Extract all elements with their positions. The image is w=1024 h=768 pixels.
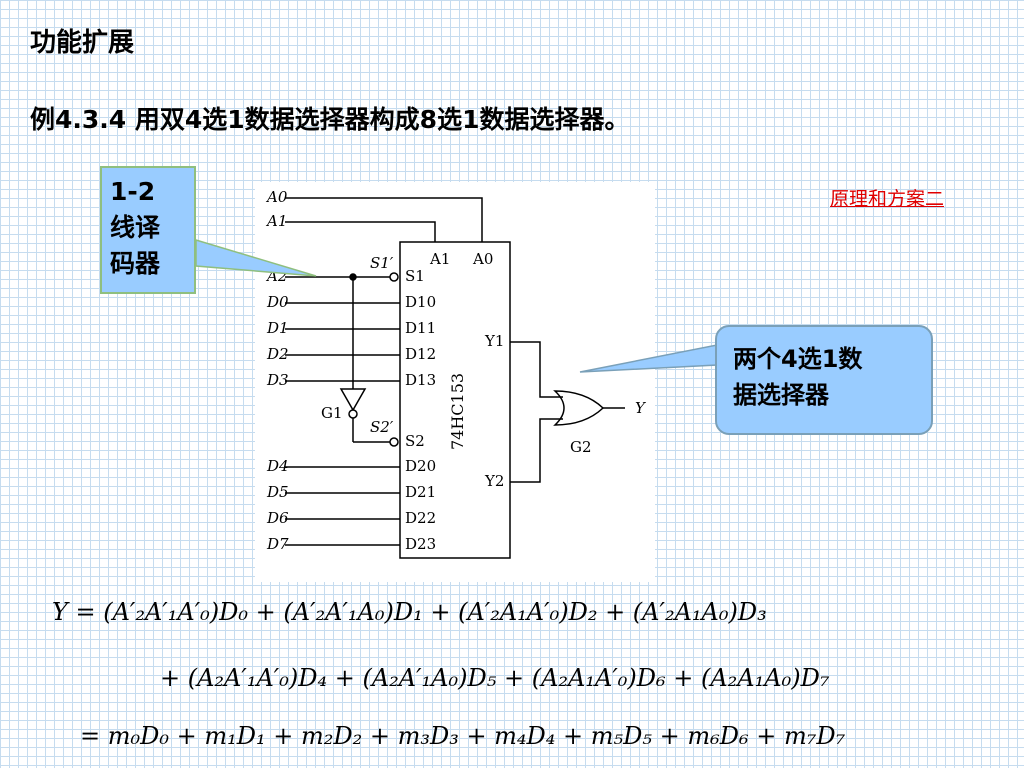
formula-line-1: Y = (A′₂A′₁A′₀)D₀ + (A′₂A′₁A₀)D₁ + (A′₂A…: [52, 598, 767, 626]
decoder-callout-line-3: 码器: [110, 249, 161, 278]
label-d3: D3: [266, 371, 289, 389]
chip-74hc153: [399, 241, 511, 559]
label-a1: A1: [265, 212, 287, 230]
formula-line-2: + (A₂A′₁A′₀)D₄ + (A₂A′₁A₀)D₅ + (A₂A₁A′₀)…: [160, 664, 830, 692]
pin-d22: D22: [405, 509, 436, 527]
example-statement: 例4.3.4 用双4选1数据选择器构成8选1数据选择器。: [30, 105, 630, 134]
slide-title: 功能扩展: [30, 28, 135, 58]
scheme-link[interactable]: 原理和方案二: [830, 188, 945, 210]
circuit-diagram: A0 A1 A2 D0 D1 D2 D3 D4 D5 D6 D7 S1′ S2′…: [255, 182, 655, 582]
pin-d11: D11: [405, 319, 436, 337]
circuit-svg: A0 A1 A2 D0 D1 D2 D3 D4 D5 D6 D7 S1′ S2′…: [265, 188, 647, 559]
chip-label: 74HC153: [448, 373, 467, 450]
pin-d23: D23: [405, 535, 436, 553]
pin-d12: D12: [405, 345, 436, 363]
label-a2: A2: [265, 267, 287, 285]
label-d5: D5: [266, 483, 289, 501]
formula-line-3: = m₀D₀ + m₁D₁ + m₂D₂ + m₃D₃ + m₄D₄ + m₅D…: [80, 722, 846, 750]
label-s2-prime: S2′: [370, 418, 394, 436]
pin-s1: S1: [405, 267, 425, 285]
label-output-y: Y: [635, 399, 647, 417]
pin-s2: S2: [405, 432, 425, 450]
label-g1: G1: [321, 404, 343, 422]
label-d2: D2: [266, 345, 289, 363]
label-a0: A0: [265, 188, 288, 206]
decoder-callout-line-2: 线译: [110, 213, 161, 242]
formula: Y = (A′₂A′₁A′₀)D₀ + (A′₂A′₁A₀)D₁ + (A′₂A…: [52, 598, 846, 750]
pin-a1: A1: [429, 250, 450, 268]
pin-y2: Y2: [484, 472, 504, 490]
mux-callout: 两个4选1数 据选择器: [715, 325, 933, 435]
pin-y1: Y1: [484, 332, 504, 350]
pin-d21: D21: [405, 483, 436, 501]
pin-d13: D13: [405, 371, 436, 389]
mux-callout-line-2: 据选择器: [733, 381, 829, 409]
pin-d20: D20: [405, 457, 436, 475]
label-d7: D7: [266, 535, 289, 553]
decoder-callout-line-1: 1-2: [110, 177, 156, 206]
pin-d10: D10: [405, 293, 436, 311]
mux-callout-line-1: 两个4选1数: [733, 345, 863, 373]
label-d0: D0: [266, 293, 289, 311]
decoder-callout: 1-2 线译 码器: [100, 166, 196, 294]
label-g2: G2: [570, 438, 592, 456]
label-s1-prime: S1′: [370, 254, 394, 272]
label-d4: D4: [266, 457, 289, 475]
label-d6: D6: [266, 509, 289, 527]
label-d1: D1: [266, 319, 289, 337]
pin-a0: A0: [472, 250, 493, 268]
